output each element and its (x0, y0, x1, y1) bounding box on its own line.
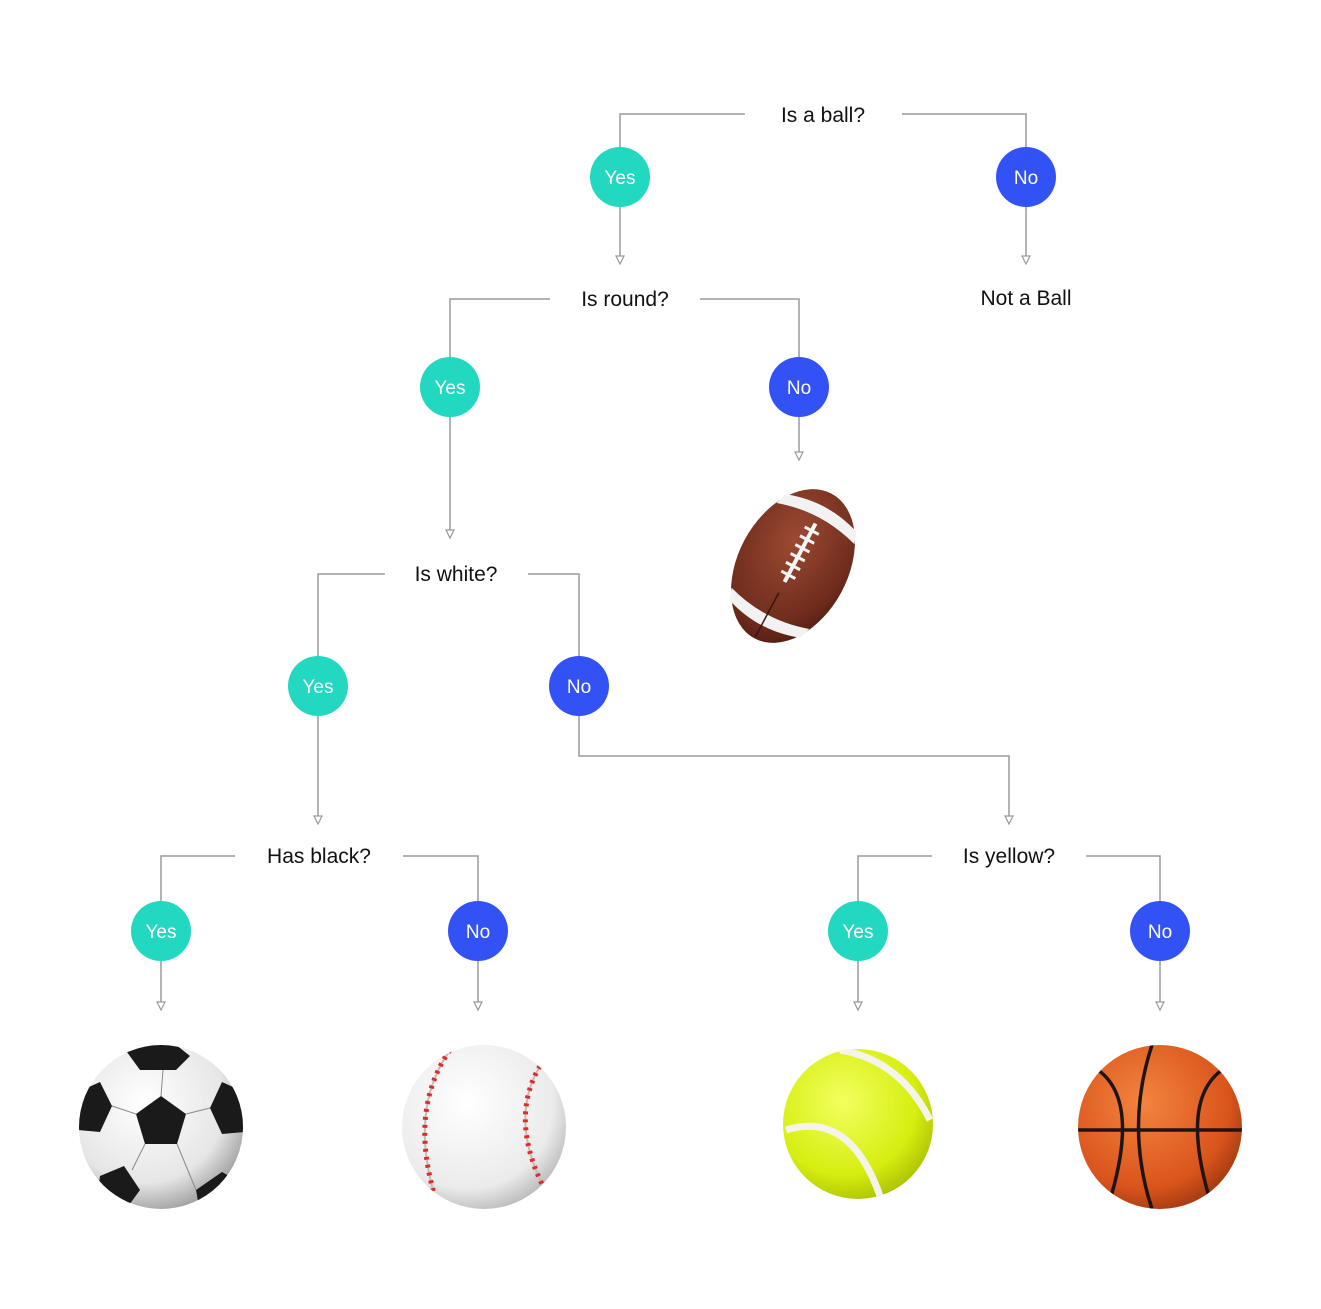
no-badge: No (769, 357, 829, 417)
yes-badge: Yes (828, 901, 888, 961)
no-badge-label: No (466, 922, 490, 943)
arrowhead (1155, 1001, 1165, 1012)
arrowhead (1004, 815, 1014, 826)
question-nodes: Is a ball? Is round? Not a Ball Is white… (267, 104, 1071, 868)
arrowhead (445, 529, 455, 540)
arrowhead (473, 1001, 483, 1012)
connector-black-no (403, 855, 479, 901)
yes-badge-label: Yes (843, 922, 874, 943)
baseball-icon (402, 1045, 566, 1209)
connector-round-yes (449, 298, 550, 357)
no-badge: No (448, 901, 508, 961)
no-badge-label: No (1148, 922, 1172, 943)
connectors (160, 113, 1161, 1004)
arrowhead (1021, 255, 1031, 266)
arrowhead (794, 451, 804, 462)
soccer-ball-icon (79, 1045, 243, 1209)
arrowhead (156, 1001, 166, 1012)
connector-white-yes (317, 573, 385, 656)
american-football-icon (729, 489, 857, 643)
outcome-not-a-ball: Not a Ball (980, 287, 1071, 310)
arrowheads (156, 255, 1165, 1012)
yes-badge-label: Yes (605, 168, 636, 189)
basketball-icon (1078, 1045, 1242, 1209)
no-badge: No (1130, 901, 1190, 961)
connector-ball-yes (619, 113, 745, 147)
question-is-white: Is white? (415, 563, 498, 586)
answer-badges: Yes No Yes No Yes No Yes No (131, 147, 1190, 961)
arrowhead (615, 255, 625, 266)
question-is-round: Is round? (581, 288, 669, 311)
yes-badge: Yes (131, 901, 191, 961)
arrowhead (313, 815, 323, 826)
yes-badge-label: Yes (303, 677, 334, 698)
yes-badge: Yes (590, 147, 650, 207)
question-has-black: Has black? (267, 845, 371, 868)
connector-white-no (528, 573, 580, 656)
arrowhead (853, 1001, 863, 1012)
no-badge-label: No (1014, 168, 1038, 189)
no-badge: No (549, 656, 609, 716)
connector-ball-no (902, 113, 1027, 147)
connector-yellow-no (1086, 855, 1161, 901)
no-badge-label: No (567, 677, 591, 698)
question-is-yellow: Is yellow? (963, 845, 1055, 868)
connector-yellow-yes (857, 855, 932, 901)
no-badge-label: No (787, 378, 811, 399)
connector-no-to-yellow (578, 715, 1010, 818)
connector-black-yes (160, 855, 235, 901)
yes-badge: Yes (288, 656, 348, 716)
tennis-ball-icon (783, 1049, 933, 1199)
no-badge: No (996, 147, 1056, 207)
yes-badge-label: Yes (435, 378, 466, 399)
yes-badge-label: Yes (146, 922, 177, 943)
yes-badge: Yes (420, 357, 480, 417)
question-is-ball: Is a ball? (781, 104, 865, 127)
connector-round-no (700, 298, 800, 357)
